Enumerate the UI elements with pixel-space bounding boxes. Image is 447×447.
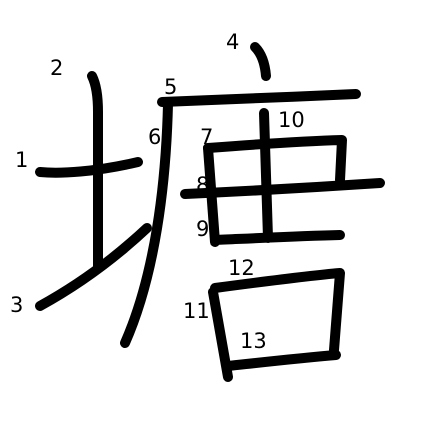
stroke-number-6: 6 bbox=[148, 125, 161, 149]
stroke-6 bbox=[120, 99, 173, 348]
stroke-number-10: 10 bbox=[278, 108, 305, 132]
stroke-9 bbox=[210, 230, 345, 245]
stroke-number-8: 8 bbox=[196, 173, 209, 197]
stroke-number-11: 11 bbox=[183, 299, 210, 323]
stroke-number-7: 7 bbox=[200, 125, 213, 149]
stroke-number-5: 5 bbox=[164, 75, 177, 99]
stroke-number-2: 2 bbox=[50, 56, 63, 80]
stroke-11 bbox=[259, 108, 273, 243]
stroke-numbers: 1 2 3 4 5 6 7 8 9 10 11 12 13 bbox=[10, 30, 305, 353]
stroke-10 bbox=[180, 178, 385, 199]
stroke-13 bbox=[223, 350, 341, 371]
stroke-number-13: 13 bbox=[240, 329, 267, 353]
stroke-4 bbox=[250, 42, 271, 81]
stroke-5 bbox=[157, 89, 361, 107]
stroke-number-9: 9 bbox=[196, 217, 209, 241]
stroke-number-4: 4 bbox=[226, 30, 239, 54]
character-strokes bbox=[35, 42, 385, 382]
stroke-3 bbox=[35, 223, 152, 311]
stroke-number-12: 12 bbox=[228, 256, 255, 280]
stroke-number-1: 1 bbox=[15, 148, 28, 172]
stroke-1 bbox=[35, 157, 143, 178]
stroke-number-3: 3 bbox=[10, 293, 23, 317]
stroke-8 bbox=[203, 135, 347, 185]
stroke-2 bbox=[87, 71, 103, 273]
